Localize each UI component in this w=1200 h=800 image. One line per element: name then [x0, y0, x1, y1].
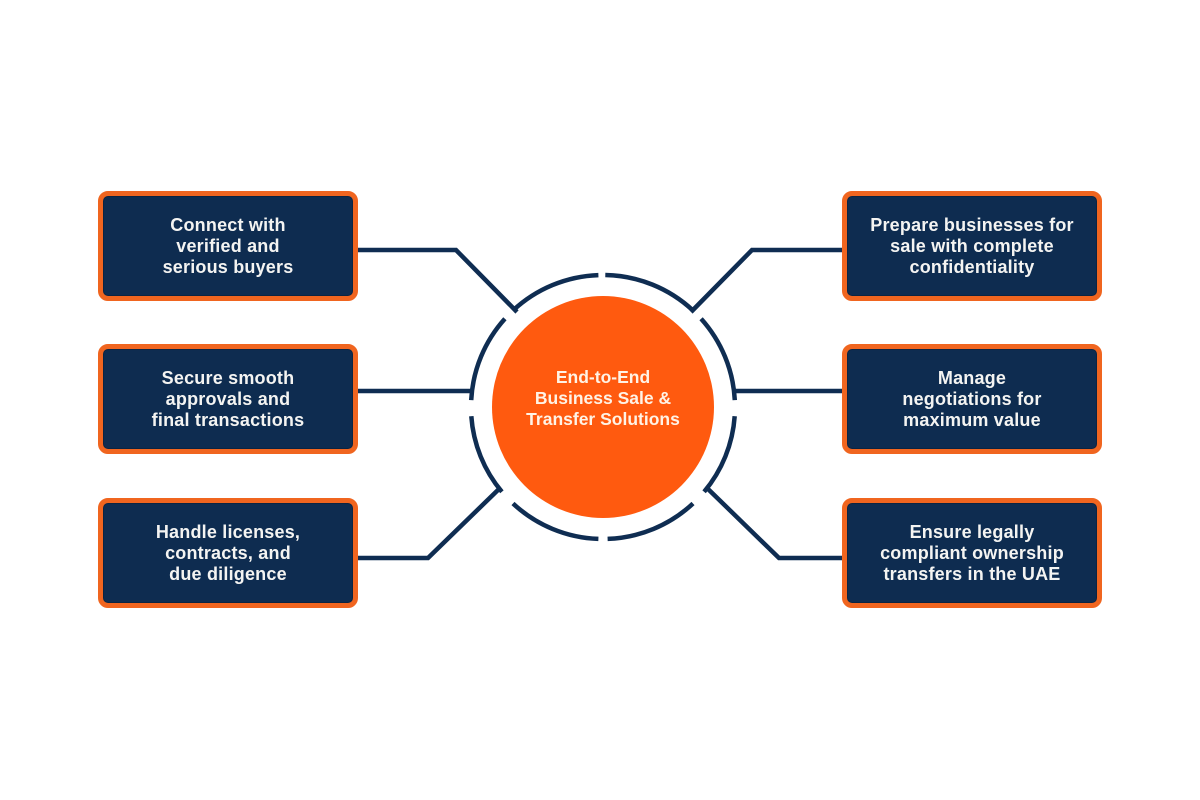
box-text-line: Handle licenses,: [155, 521, 301, 542]
hub-circle: [492, 296, 714, 518]
box-text-line: negotiations for: [902, 388, 1042, 409]
box-text-line: serious buyers: [162, 256, 294, 277]
box-text-line: verified and: [176, 235, 280, 256]
ring-arc-segment: [469, 416, 504, 494]
box-text-line: contracts, and: [165, 542, 291, 563]
feature-box-prepare-businesses: Prepare businesses for sale with complet…: [842, 191, 1102, 301]
connectors: [356, 247, 845, 561]
box-text-line: Secure smooth: [161, 367, 295, 388]
box-text-line: Connect with: [170, 214, 286, 235]
ring-arc-segment: [605, 272, 695, 313]
hub-title-line: Business Sale &: [534, 388, 672, 408]
feature-box-handle-licenses: Handle licenses, contracts, and due dili…: [98, 498, 358, 608]
feature-box-connect-buyers: Connect with verified and serious buyers: [98, 191, 358, 301]
connector-left-1: [356, 247, 519, 314]
connector-left-3: [356, 487, 501, 561]
ring-arc-segment: [511, 501, 599, 542]
hub-title: End-to-End Business Sale & Transfer Solu…: [503, 367, 703, 430]
box-text-line: maximum value: [903, 409, 1041, 430]
ring-arc-segment: [511, 272, 599, 313]
box-text-line: final transactions: [151, 409, 305, 430]
box-text-line: due diligence: [169, 563, 287, 584]
box-text-line: compliant ownership: [880, 542, 1064, 563]
ring-arc-segment: [607, 501, 695, 542]
hub-title-line: Transfer Solutions: [526, 409, 680, 429]
connector-right-1: [689, 247, 845, 314]
box-text-line: Ensure legally: [909, 521, 1035, 542]
feature-box-manage-negotiations: Manage negotiations for maximum value: [842, 344, 1102, 454]
box-text-line: approvals and: [165, 388, 291, 409]
hub-title-line: End-to-End: [555, 367, 651, 387]
feature-box-secure-approvals: Secure smooth approvals and final transa…: [98, 344, 358, 454]
box-text-line: sale with complete: [890, 235, 1054, 256]
box-text-line: Prepare businesses for: [870, 214, 1074, 235]
box-text-line: transfers in the UAE: [883, 563, 1061, 584]
feature-box-ensure-compliance: Ensure legally compliant ownership trans…: [842, 498, 1102, 608]
box-text-line: confidentiality: [909, 256, 1035, 277]
connector-right-3: [706, 487, 845, 561]
ring-arc-segment: [702, 416, 737, 494]
box-text-line: Manage: [937, 367, 1007, 388]
